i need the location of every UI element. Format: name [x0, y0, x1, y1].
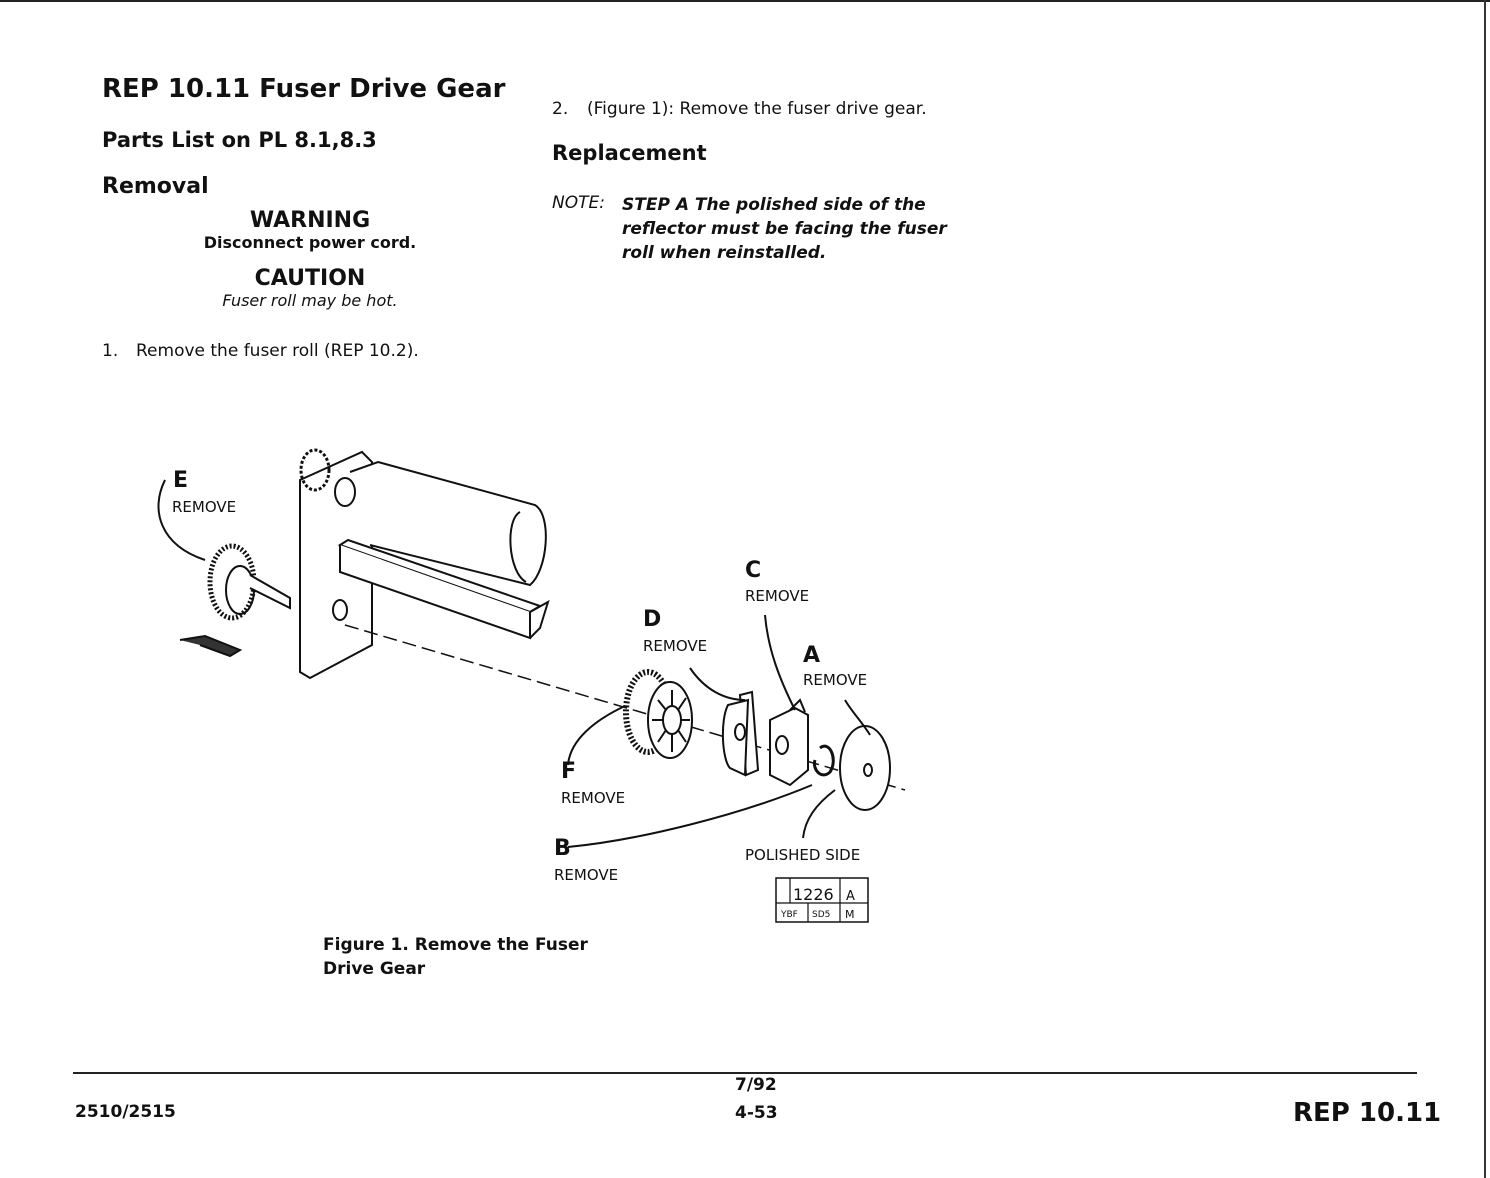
- warning-text: Disconnect power cord.: [203, 233, 417, 252]
- plate-gear: [299, 448, 331, 492]
- figure-caption-line-1: Figure 1. Remove the Fuser: [323, 935, 588, 955]
- footer-page-number: 4-53: [735, 1103, 778, 1123]
- clip-d-hole: [734, 723, 746, 741]
- callout-a-line: [844, 699, 871, 736]
- footer-rule: [73, 1072, 1417, 1074]
- label-e: E: [173, 468, 188, 493]
- plate-hole: [332, 599, 348, 621]
- removal-heading: Removal: [102, 174, 209, 199]
- reflector-disc-hole: [863, 763, 873, 777]
- roll-shaft-end: [334, 477, 356, 507]
- reflector-bar-end: [529, 599, 550, 639]
- callout-b-line: [567, 784, 813, 848]
- code-number: 1226: [793, 885, 834, 904]
- bracket-c-hole: [775, 735, 789, 755]
- direction-arrow: [179, 634, 243, 658]
- callout-e-line: [157, 479, 206, 561]
- callout-d-line: [689, 667, 746, 701]
- caution-text: Fuser roll may be hot.: [222, 291, 398, 310]
- step-1-number: 1.: [102, 341, 119, 361]
- footer-model: 2510/2515: [75, 1102, 176, 1122]
- gear-e-shaft: [249, 574, 291, 610]
- label-a-remove: REMOVE: [803, 671, 867, 689]
- code-cell-1: YBF: [780, 910, 798, 920]
- label-e-remove: REMOVE: [172, 498, 236, 516]
- label-d-remove: REMOVE: [643, 637, 707, 655]
- callout-c-line: [764, 614, 796, 711]
- warning-block: WARNING Disconnect power cord.: [150, 208, 470, 252]
- page-top-border: [0, 0, 1490, 2]
- footer-section-ref: REP 10.11: [1293, 1098, 1442, 1128]
- label-f: F: [561, 759, 576, 784]
- ring-b: [812, 744, 835, 777]
- code-cell-2: SD5: [812, 910, 830, 920]
- label-d: D: [643, 607, 661, 632]
- gear-e: [207, 543, 257, 621]
- label-c: C: [745, 558, 761, 583]
- figure-caption-line-2: Drive Gear: [323, 959, 426, 979]
- gear-f-spokes: [652, 690, 690, 752]
- frame-plate: [299, 450, 373, 680]
- label-b-remove: REMOVE: [554, 866, 618, 884]
- gear-e-hub: [225, 565, 255, 615]
- warning-title: WARNING: [249, 208, 371, 233]
- parts-list-heading: Parts List on PL 8.1,8.3: [102, 128, 377, 152]
- label-a: A: [803, 643, 820, 668]
- axis-line: [344, 624, 906, 791]
- fuser-roll-end: [509, 511, 527, 583]
- label-c-remove: REMOVE: [745, 587, 809, 605]
- callout-f-line: [567, 705, 626, 766]
- caution-block: CAUTION Fuser roll may be hot.: [150, 266, 470, 310]
- replacement-heading: Replacement: [552, 141, 707, 165]
- step-2-text: (Figure 1): Remove the fuser drive gear.: [587, 99, 927, 119]
- page-right-border: [1484, 0, 1486, 1178]
- fuser-drive-gear-figure: E REMOVE C REMOVE D REMOVE A REMOVE F RE…: [157, 448, 906, 923]
- fuser-roll: [349, 460, 547, 587]
- step-2-number: 2.: [552, 99, 569, 119]
- step-1-text: Remove the fuser roll (REP 10.2).: [136, 341, 419, 361]
- note-text: STEP A The polished side of the reflecto…: [622, 195, 947, 263]
- code-cell-3: M: [845, 908, 855, 921]
- code-letter-a: A: [846, 889, 855, 904]
- callout-polished-line: [802, 789, 836, 839]
- reflector-bar-front: [339, 545, 531, 640]
- note-label: NOTE:: [552, 193, 605, 213]
- footer-date: 7/92: [735, 1075, 777, 1095]
- label-polished-side: POLISHED SIDE: [745, 846, 860, 864]
- caution-title: CAUTION: [254, 266, 366, 291]
- label-f-remove: REMOVE: [561, 789, 625, 807]
- page-title: REP 10.11 Fuser Drive Gear: [102, 74, 506, 104]
- figure-code-box: 1226 A YBF SD5 M: [775, 877, 869, 923]
- label-b: B: [554, 836, 571, 861]
